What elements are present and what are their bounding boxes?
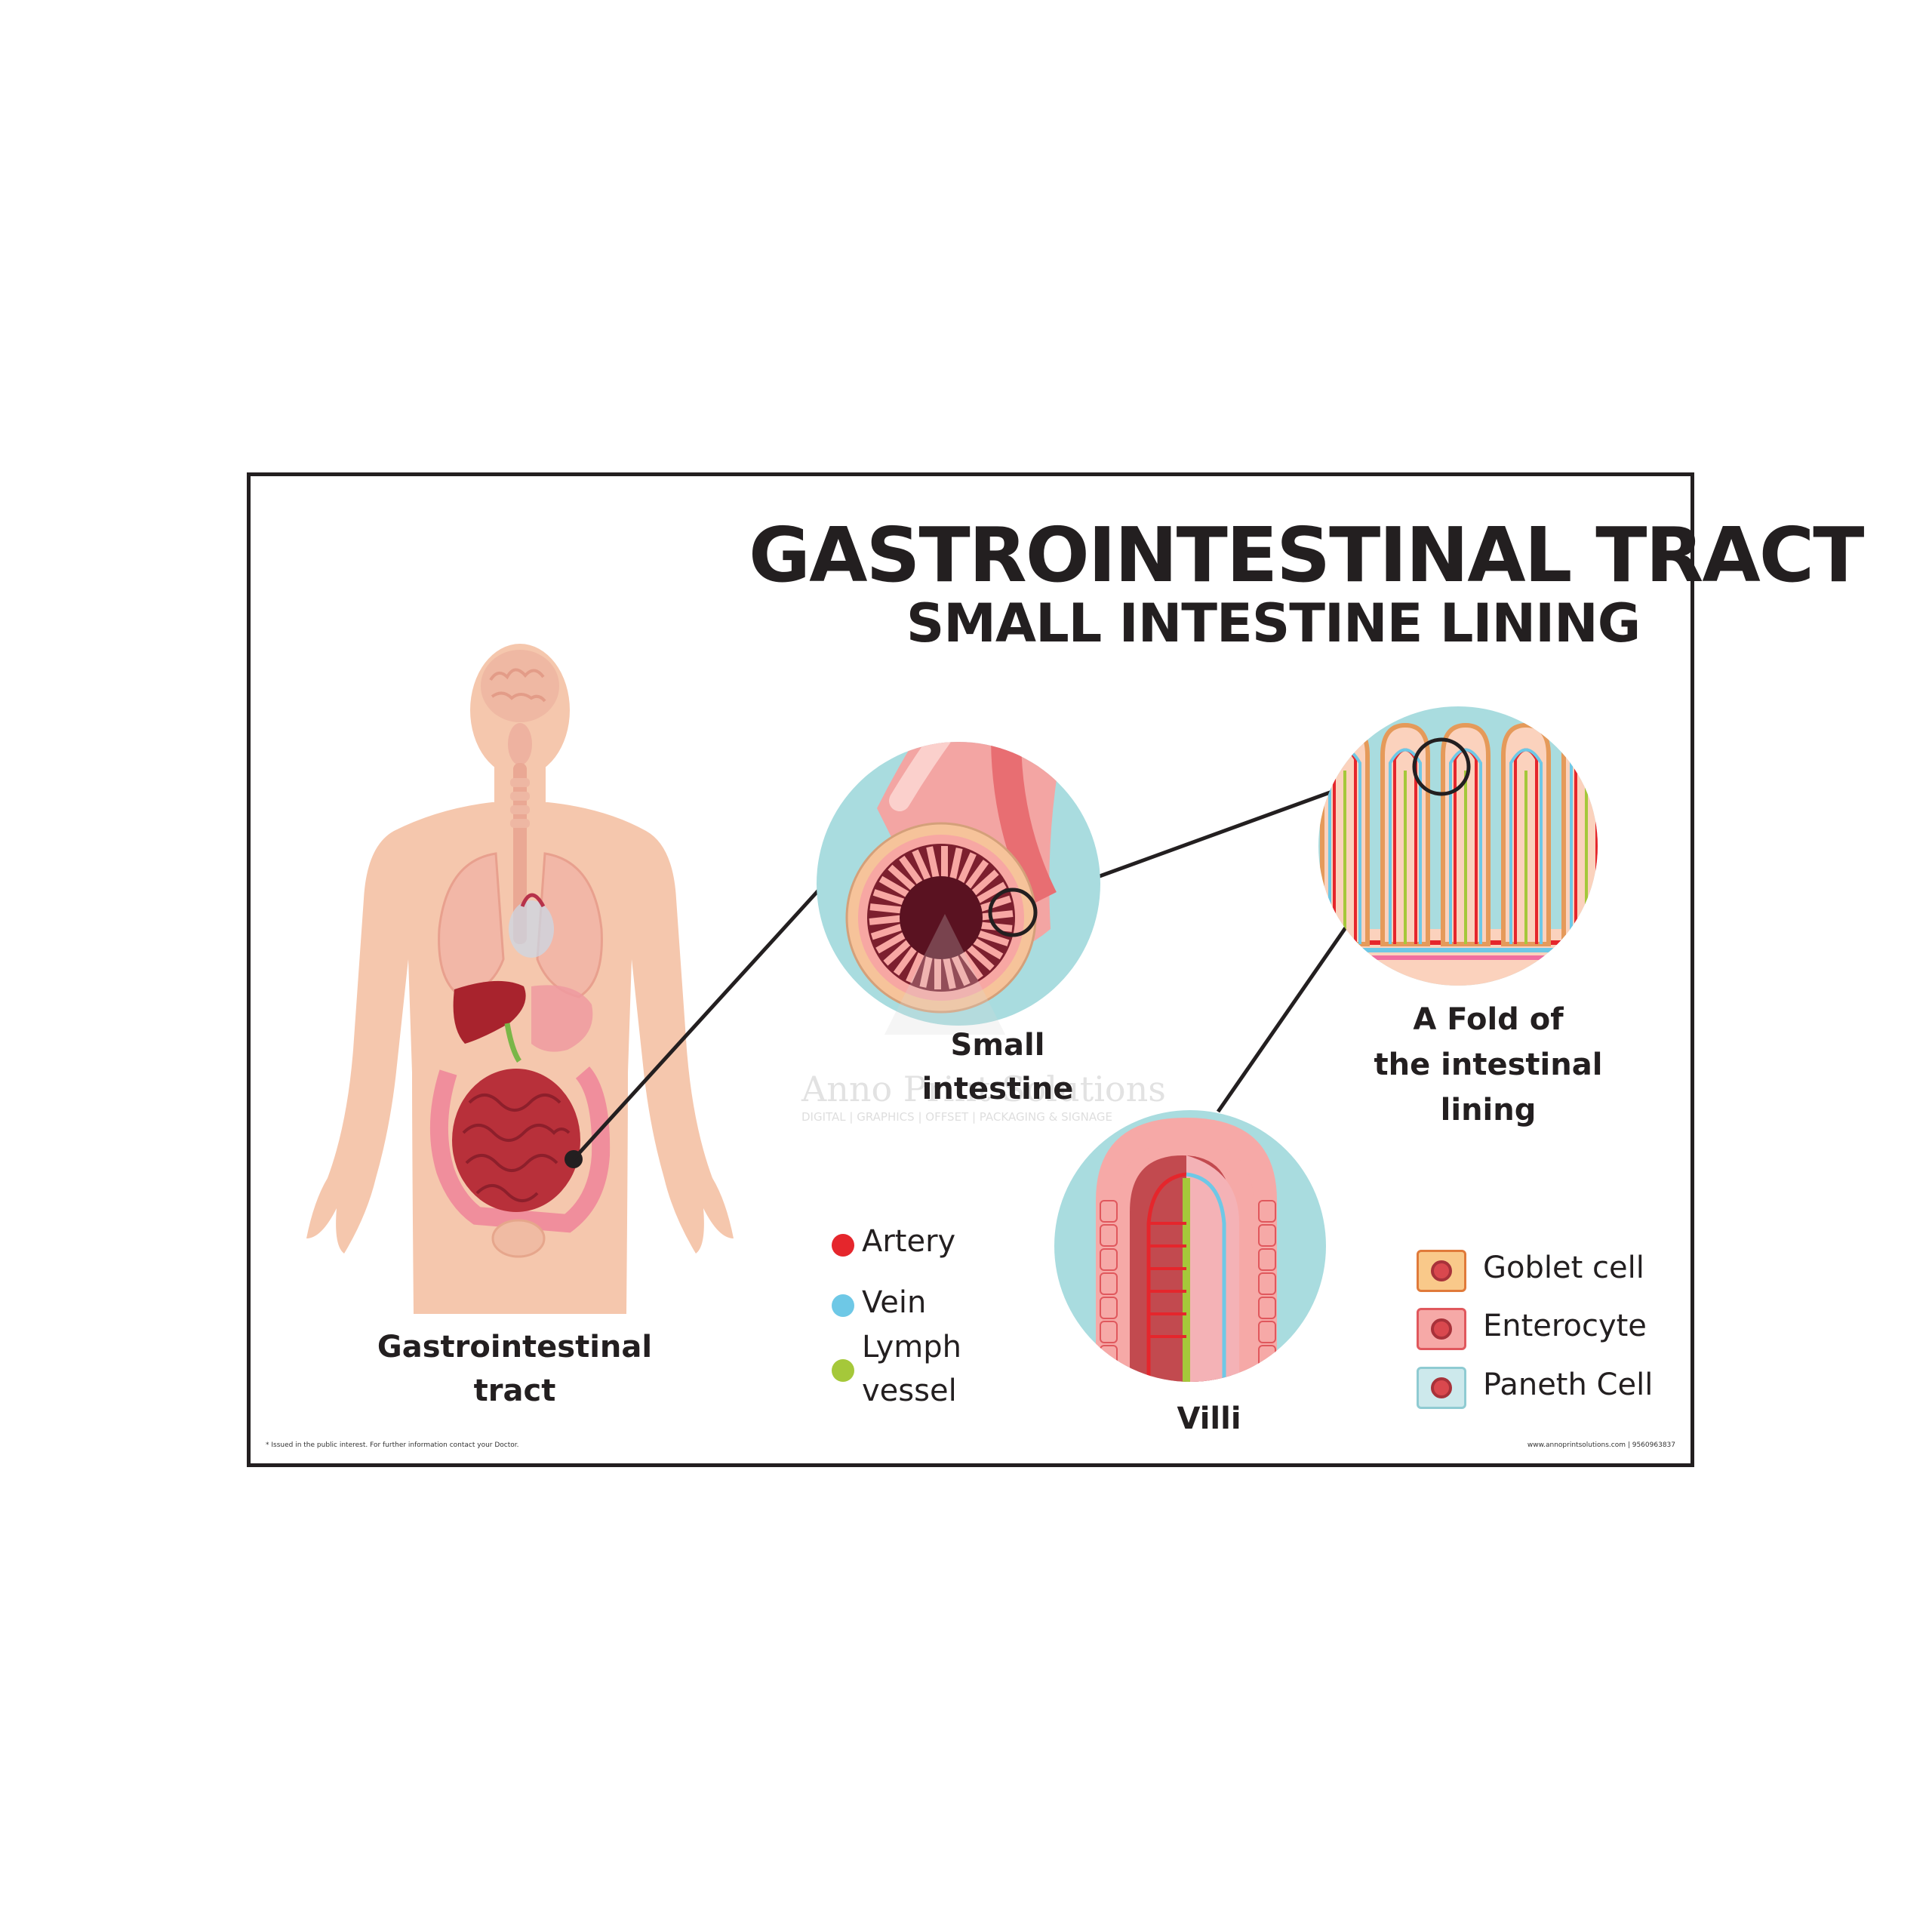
gi-tract-label-line1: Gastrointestinal [377, 1330, 653, 1364]
fold-label-line1: A Fold of [1413, 1002, 1564, 1037]
legend-lymph-label: Lymph vessel [862, 1325, 961, 1413]
page-title: GASTROINTESTINAL TRACT [749, 511, 1864, 599]
legend-lymph-label-line1: Lymph [862, 1330, 961, 1364]
vein-dot-icon [832, 1294, 854, 1317]
legend-enterocyte-label: Enterocyte [1483, 1309, 1647, 1343]
gi-tract-label-line2: tract [473, 1374, 556, 1408]
poster-frame: Anno Print Solutions DIGITAL | GRAPHICS … [247, 472, 1864, 1467]
watermark-logo [884, 914, 1005, 1035]
lymph-dot-icon [832, 1359, 854, 1382]
small-intestine-label: Small intestine [877, 1023, 1118, 1111]
small-intestine-label-line2: intestine [921, 1072, 1074, 1106]
legend-lymph-label-line2: vessel [862, 1374, 957, 1408]
fold-label-line3: lining [1440, 1093, 1537, 1128]
legend-paneth-label: Paneth Cell [1483, 1367, 1654, 1402]
goblet-cell-icon [1417, 1250, 1466, 1292]
artery-dot-icon [832, 1234, 854, 1257]
villi-illustration [1054, 1110, 1326, 1382]
paneth-cell-icon [1417, 1367, 1466, 1409]
connector-line-gi [572, 878, 829, 1161]
enterocyte-icon [1417, 1308, 1466, 1350]
small-intestine-label-line1: Small [950, 1028, 1045, 1063]
diagram-artwork [306, 644, 1598, 1382]
legend-artery-label: Artery [862, 1224, 956, 1259]
page-subtitle: SMALL INTESTINE LINING [906, 592, 1641, 654]
intestinal-fold-illustration [1318, 706, 1598, 986]
fold-label-line2: the intestinal [1374, 1048, 1603, 1082]
fold-label: A Fold of the intestinal lining [1307, 997, 1669, 1133]
watermark-tagline: DIGITAL | GRAPHICS | OFFSET | PACKAGING … [801, 1110, 1112, 1124]
gi-tract-label: Gastrointestinal tract [349, 1325, 681, 1413]
watermark-brand: Anno Print Solutions [801, 1069, 1166, 1109]
small-intestine-illustration [817, 742, 1100, 1026]
footer-left-note: * Issued in the public interest. For fur… [266, 1441, 519, 1449]
footer-right-note: www.annoprintsolutions.com | 9560963837 [1527, 1441, 1675, 1449]
human-body-figure [306, 644, 734, 1314]
legend-vein-label: Vein [862, 1285, 927, 1320]
villi-label: Villi [1177, 1401, 1241, 1436]
legend-goblet-label: Goblet cell [1483, 1251, 1644, 1285]
